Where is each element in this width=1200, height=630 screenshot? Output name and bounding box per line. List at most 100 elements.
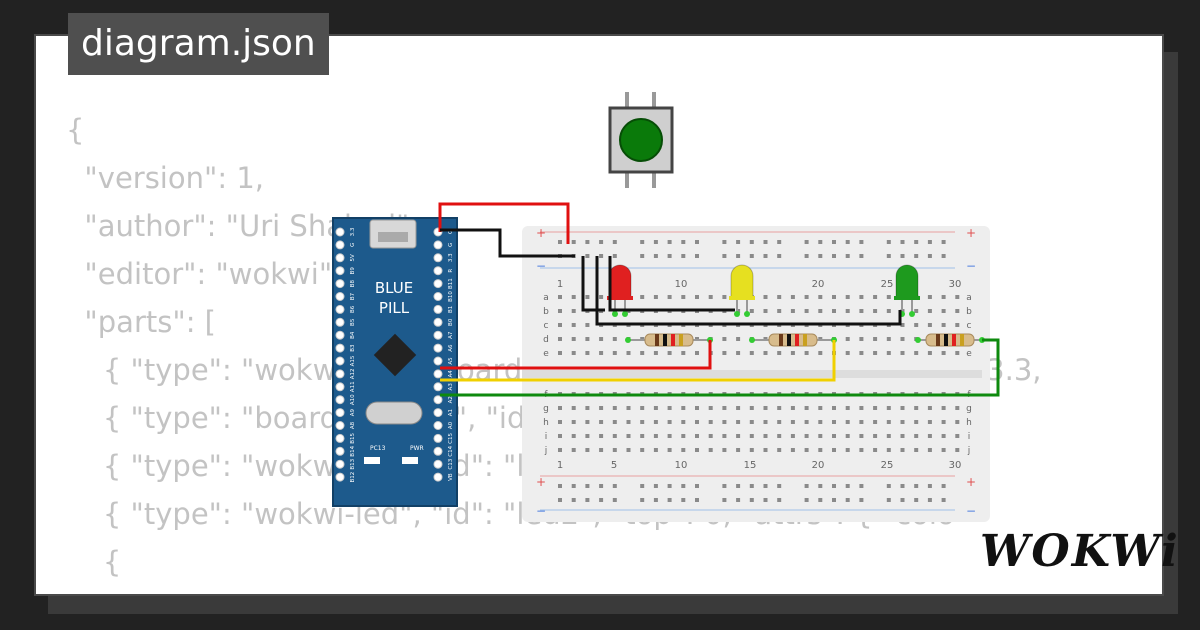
pin-label-left: B14 (350, 445, 356, 456)
column-number: 25 (881, 460, 894, 471)
column-number: 25 (881, 279, 894, 290)
leds[interactable] (607, 264, 920, 317)
wires[interactable] (438, 202, 1000, 397)
pin-label-left: B15 (350, 433, 356, 444)
pin-label-right: A7 (448, 331, 454, 339)
pin-label-right: 3.3 (448, 253, 454, 262)
rail-minus: − (966, 259, 976, 273)
pin-label-left: A15 (350, 355, 356, 366)
pin-label-left: B8 (350, 279, 356, 287)
column-number: 1 (557, 279, 563, 290)
pushbutton[interactable] (608, 92, 674, 188)
pin-label-left: B6 (350, 305, 356, 313)
file-title-tab[interactable]: diagram.json (68, 13, 329, 75)
pin-label-left: B3 (350, 344, 356, 352)
row-letter: h (966, 418, 972, 428)
rail-plus: + (536, 226, 546, 240)
pin-label-right: B1 (448, 306, 454, 313)
row-letter: j (544, 446, 548, 456)
led-body (895, 264, 919, 299)
pin-label-left: B7 (350, 292, 356, 300)
column-number: 20 (812, 460, 825, 471)
code-line: "version": 1, (66, 161, 264, 195)
pwr-label: PWR (410, 445, 424, 452)
row-letter: c (967, 321, 972, 331)
pin-label-left: B12 (350, 472, 356, 483)
pin-label-right: A0 (448, 421, 454, 429)
row-letter: b (966, 307, 972, 317)
resistors[interactable] (625, 333, 985, 347)
pin-label-left: 5V (350, 254, 356, 261)
pin-label-right: B10 (448, 291, 454, 302)
pin-label-left: A12 (350, 369, 356, 380)
column-number: 10 (675, 279, 688, 290)
pin-label-left: A8 (350, 421, 356, 429)
pin-label-right: C14 (448, 445, 454, 456)
code-line: { (66, 113, 85, 147)
pin-label-left: B5 (350, 318, 356, 326)
rail-plus: + (966, 226, 976, 240)
rail-minus: − (536, 504, 546, 518)
board-label-2: PILL (379, 299, 410, 317)
board-label-1: BLUE (375, 279, 413, 297)
row-letter: d (543, 335, 549, 345)
code-line: { (66, 545, 122, 579)
row-letter: i (968, 432, 971, 442)
pin-label-left: 3.3 (350, 227, 356, 236)
pin-label-right: B11 (448, 278, 454, 289)
led-body (730, 264, 754, 299)
column-number: 1 (557, 460, 563, 471)
column-number: 15 (744, 460, 757, 471)
column-number: 5 (611, 460, 617, 471)
row-letter: e (543, 349, 549, 359)
row-letter: c (544, 321, 549, 331)
row-letter: j (967, 446, 971, 456)
column-number: 10 (675, 460, 688, 471)
rail-plus: + (966, 475, 976, 489)
pin-label-right: G (448, 230, 454, 234)
pin-label-right: C13 (448, 458, 454, 469)
pin-label-right: A3 (448, 383, 454, 391)
pin-label-right: R (448, 269, 454, 273)
row-letter: e (966, 349, 972, 359)
row-letter: a (543, 293, 549, 303)
row-letter: g (543, 404, 549, 414)
pin-label-left: A11 (350, 381, 356, 392)
wokwi-logo: WOKWi (980, 526, 1180, 577)
column-number: 30 (949, 460, 962, 471)
breadboard[interactable]: 110202530151015202530aabbccddeeffgghhiij… (522, 226, 990, 522)
pin-label-right: A6 (448, 344, 454, 352)
row-letter: a (966, 293, 972, 303)
button-cap (619, 118, 663, 162)
rail-plus: + (536, 475, 546, 489)
code-line: "editor": "wokwi", (66, 257, 342, 291)
pin-label-left: B4 (350, 331, 356, 339)
rail-minus: − (966, 504, 976, 518)
pin-label-right: C15 (448, 432, 454, 443)
column-number: 20 (812, 279, 825, 290)
rail-minus: − (536, 259, 546, 273)
pin-label-left: A10 (350, 394, 356, 405)
pin-label-left: A9 (350, 408, 356, 416)
pin-label-left: B9 (350, 267, 356, 275)
row-letter: h (543, 418, 549, 428)
code-line: "parts": [ (66, 305, 216, 339)
pin-label-right: A1 (448, 409, 454, 416)
pin-label-right: A4 (448, 370, 454, 378)
row-letter: b (543, 307, 549, 317)
pin-label-left: G (350, 243, 356, 247)
pin-label-right: G (448, 243, 454, 247)
pc13-label: PC13 (370, 445, 386, 452)
row-letter: g (966, 404, 972, 414)
pin-label-right: VB (448, 473, 454, 481)
pin-label-left: B13 (350, 458, 356, 469)
pin-label-right: A5 (448, 357, 454, 365)
row-letter: i (545, 432, 548, 442)
code-line: "type": "wokwi-led", (66, 586, 1162, 594)
pin-label-right: B0 (448, 318, 454, 326)
column-number: 30 (949, 279, 962, 290)
led-body (608, 264, 632, 299)
